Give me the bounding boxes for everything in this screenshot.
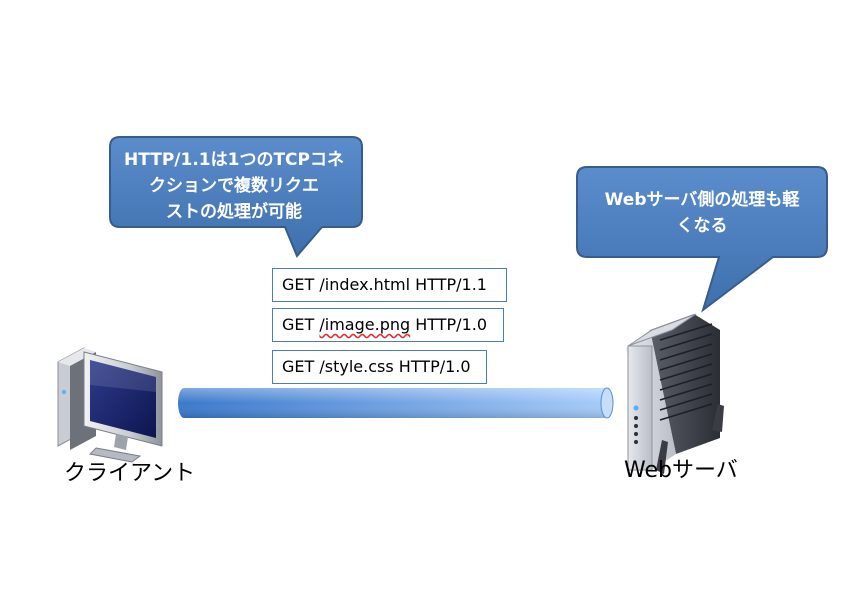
request-path: /index.html	[319, 275, 411, 294]
request-box-image: GET /image.png HTTP/1.0	[272, 308, 504, 342]
request-version: HTTP/1.0	[398, 357, 471, 376]
request-version: HTTP/1.0	[415, 315, 488, 334]
request-version: HTTP/1.1	[415, 275, 487, 294]
request-box-style: GET /style.css HTTP/1.0	[272, 350, 487, 384]
callout-client-text: HTTP/1.1は1つのTCPコネ クションで複数リクエ ストの処理が可能	[118, 147, 350, 225]
desktop-computer-icon	[57, 347, 163, 463]
callout-client	[109, 136, 363, 258]
callout-server-line-2: くなる	[676, 216, 728, 236]
callout-server-text: Webサーバ側の処理も軽 くなる	[584, 187, 820, 239]
callout-client-line-3: ストの処理が可能	[166, 202, 302, 222]
server-label: Webサーバ	[624, 458, 738, 483]
client-label: クライアント	[64, 461, 196, 486]
tower-server-icon	[626, 313, 724, 474]
callout-client-line-2: クションで複数リクエ	[149, 176, 319, 196]
request-path: /image.png	[319, 315, 411, 334]
request-path: /style.css	[319, 357, 394, 376]
request-method: GET	[282, 315, 315, 334]
callout-client-line-1: HTTP/1.1は1つのTCPコネ	[124, 150, 344, 170]
request-box-index: GET /index.html HTTP/1.1	[272, 268, 507, 302]
request-method: GET	[282, 357, 315, 376]
connection-pipe	[178, 387, 614, 419]
request-method: GET	[282, 275, 315, 294]
callout-server-line-1: Webサーバ側の処理も軽	[604, 190, 800, 210]
callout-server	[576, 166, 828, 313]
